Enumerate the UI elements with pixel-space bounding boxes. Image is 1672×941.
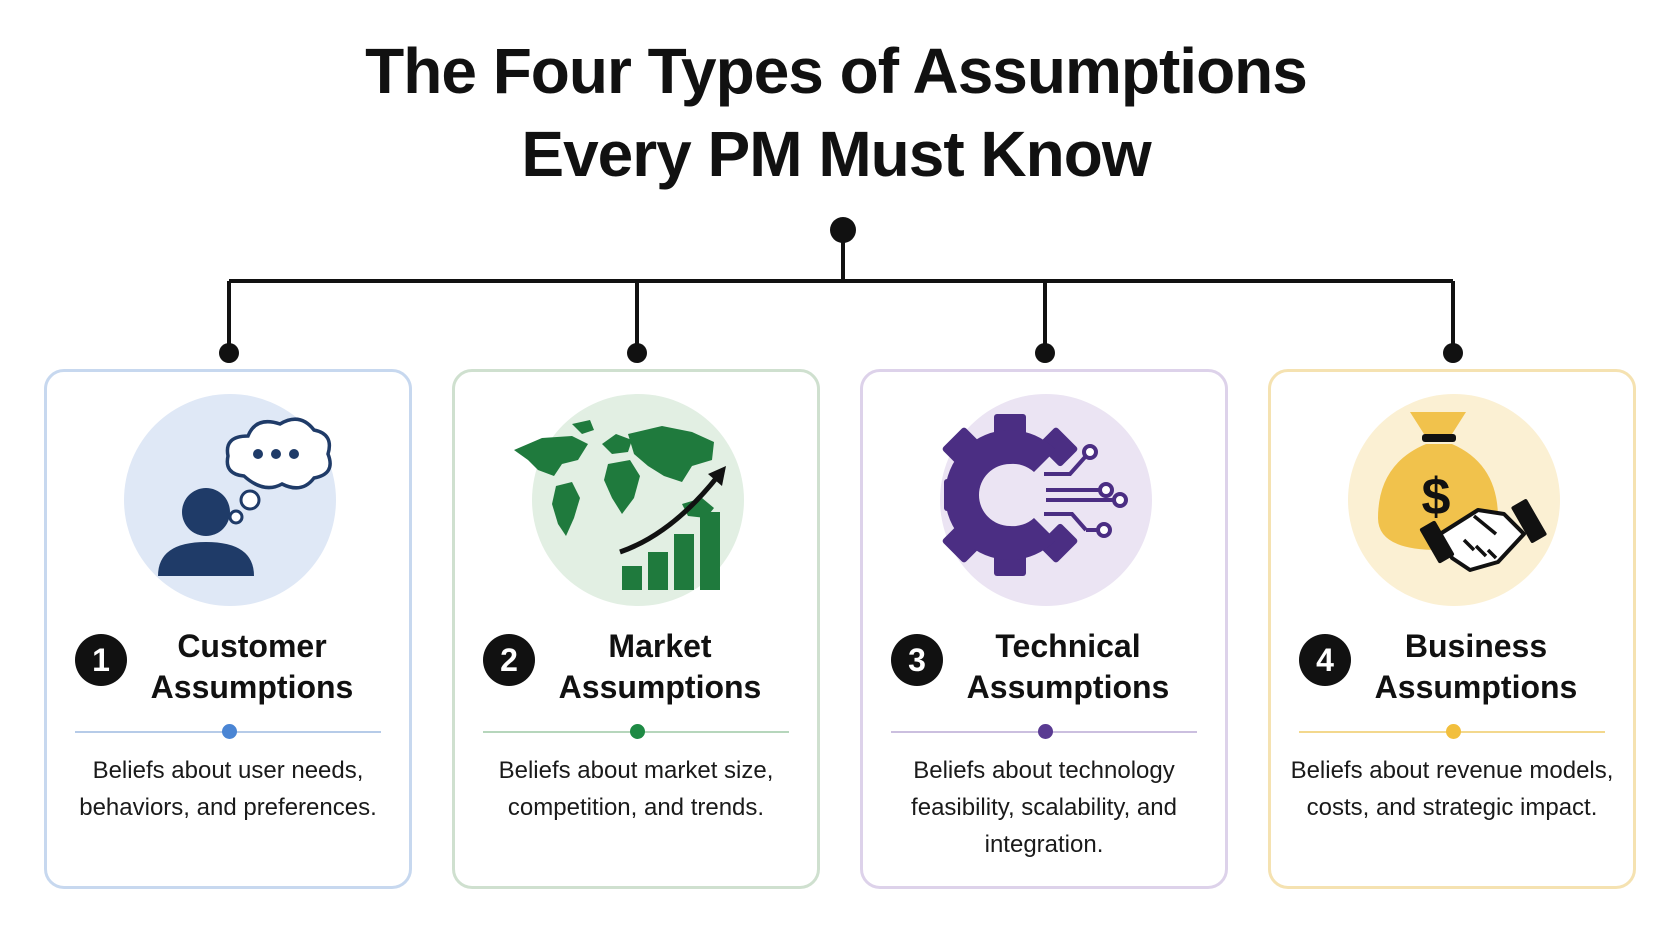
icon-circle	[514, 394, 744, 606]
divider-dot	[1446, 724, 1461, 739]
card-heading-line-1: Business	[1404, 628, 1548, 664]
leaf-node-3	[1035, 343, 1055, 363]
step-number-badge: 4	[1299, 634, 1351, 686]
card-customer-assumptions: 1 Customer Assumptions Beliefs about use…	[44, 369, 412, 889]
chart-bar-4	[700, 512, 720, 590]
card-market-assumptions: 2 Market Assumptions Beliefs about marke…	[452, 369, 820, 889]
card-heading-line-2: Assumptions	[1374, 669, 1578, 705]
card-business-assumptions: $ 4 Business Assumptions Beliefs about r…	[1268, 369, 1636, 889]
card-heading: Business Assumptions	[1351, 626, 1601, 708]
gear-circuit-icon	[942, 414, 1128, 576]
card-heading-line-1: Customer	[177, 628, 327, 664]
icon-circle	[940, 394, 1152, 606]
svg-text:$: $	[1422, 468, 1451, 526]
icon-circle	[124, 394, 336, 606]
title-line-1: The Four Types of Assumptions	[365, 35, 1308, 107]
card-technical-assumptions: 3 Technical Assumptions Beliefs about te…	[860, 369, 1228, 889]
step-number-badge: 3	[891, 634, 943, 686]
chart-bar-3	[674, 534, 694, 590]
card-heading-line-2: Assumptions	[558, 669, 762, 705]
person-thought-bubble-icon	[158, 417, 332, 576]
divider-dot	[222, 724, 237, 739]
page-title: The Four Types of Assumptions Every PM M…	[0, 30, 1672, 196]
card-heading: Technical Assumptions	[943, 626, 1193, 708]
step-number-badge: 2	[483, 634, 535, 686]
icon-circle: $	[1348, 394, 1560, 606]
card-description: Beliefs about technology feasibility, sc…	[911, 757, 1177, 858]
card-heading-line-2: Assumptions	[966, 669, 1170, 705]
card-heading: Customer Assumptions	[127, 626, 377, 708]
title-line-2: Every PM Must Know	[521, 118, 1151, 190]
card-description: Beliefs about user needs, behaviors, and…	[79, 757, 377, 821]
leaf-node-2	[627, 343, 647, 363]
world-map-growth-chart-icon	[514, 420, 726, 590]
step-number-badge: 1	[75, 634, 127, 686]
leaf-node-4	[1443, 343, 1463, 363]
card-heading-line-1: Technical	[995, 628, 1141, 664]
card-description: Beliefs about revenue models, costs, and…	[1290, 757, 1614, 821]
divider-dot	[1038, 724, 1053, 739]
card-heading: Market Assumptions	[535, 626, 785, 708]
divider-dot	[630, 724, 645, 739]
card-heading-line-2: Assumptions	[150, 669, 354, 705]
card-heading-line-1: Market	[608, 628, 712, 664]
leaf-node-1	[219, 343, 239, 363]
chart-bar-2	[648, 552, 668, 590]
chart-bar-1	[622, 566, 642, 590]
money-bag-handshake-icon: $	[1378, 412, 1547, 572]
card-description: Beliefs about market size, competition, …	[498, 757, 774, 821]
